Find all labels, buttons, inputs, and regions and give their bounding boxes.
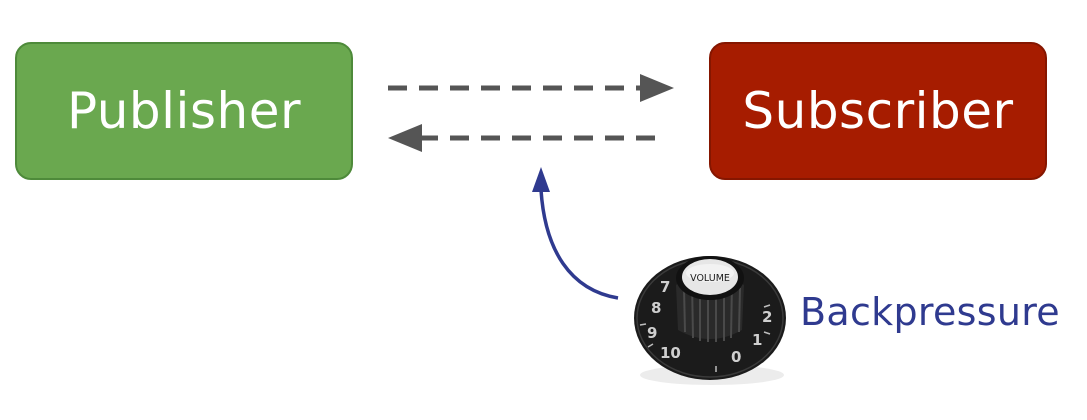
backpressure-label: Backpressure [800,290,1060,334]
svg-text:0: 0 [731,348,741,366]
svg-text:2: 2 [762,308,772,326]
forward-arrow [388,74,674,102]
svg-text:9: 9 [647,324,657,342]
knob-label: VOLUME [690,273,730,284]
backward-arrow [388,124,655,152]
backpressure-arrow [532,167,619,300]
svg-text:8: 8 [651,299,661,317]
publisher-node: Publisher [15,42,353,180]
volume-knob-icon: 9 10 0 1 2 8 7 [634,256,786,385]
subscriber-label: Subscriber [742,82,1014,140]
svg-text:1: 1 [752,331,762,349]
publisher-label: Publisher [66,82,302,140]
svg-text:7: 7 [660,278,670,296]
svg-text:10: 10 [660,344,681,362]
subscriber-node: Subscriber [709,42,1047,180]
